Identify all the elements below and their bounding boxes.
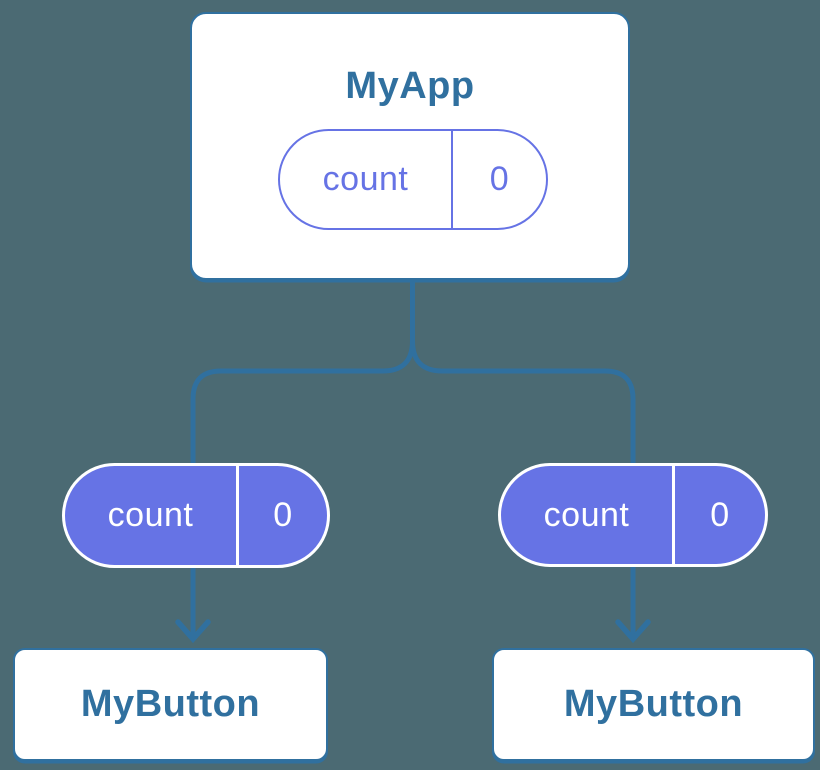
prop-label-left: count — [65, 466, 239, 565]
state-value: 0 — [489, 160, 510, 198]
root-component-name: MyApp — [345, 65, 475, 107]
child-component-node-right: MyButton — [492, 648, 815, 761]
prop-value-left: 0 — [273, 496, 293, 534]
branch-line-right — [410, 340, 636, 637]
arrowhead-left-icon — [175, 619, 211, 644]
child-component-name-right: MyButton — [563, 683, 744, 725]
arrowhead-right-icon — [615, 619, 651, 644]
branch-line-left — [190, 340, 415, 637]
state-label: count — [280, 131, 453, 228]
prop-value-right: 0 — [710, 495, 730, 534]
prop-pill-right: count 0 — [498, 463, 768, 567]
prop-pill-left: count 0 — [62, 463, 330, 568]
root-state-pill: count 0 — [278, 129, 548, 230]
prop-label-right: count — [501, 466, 675, 564]
child-component-node-left: MyButton — [13, 648, 328, 761]
child-component-name-left: MyButton — [80, 683, 261, 725]
